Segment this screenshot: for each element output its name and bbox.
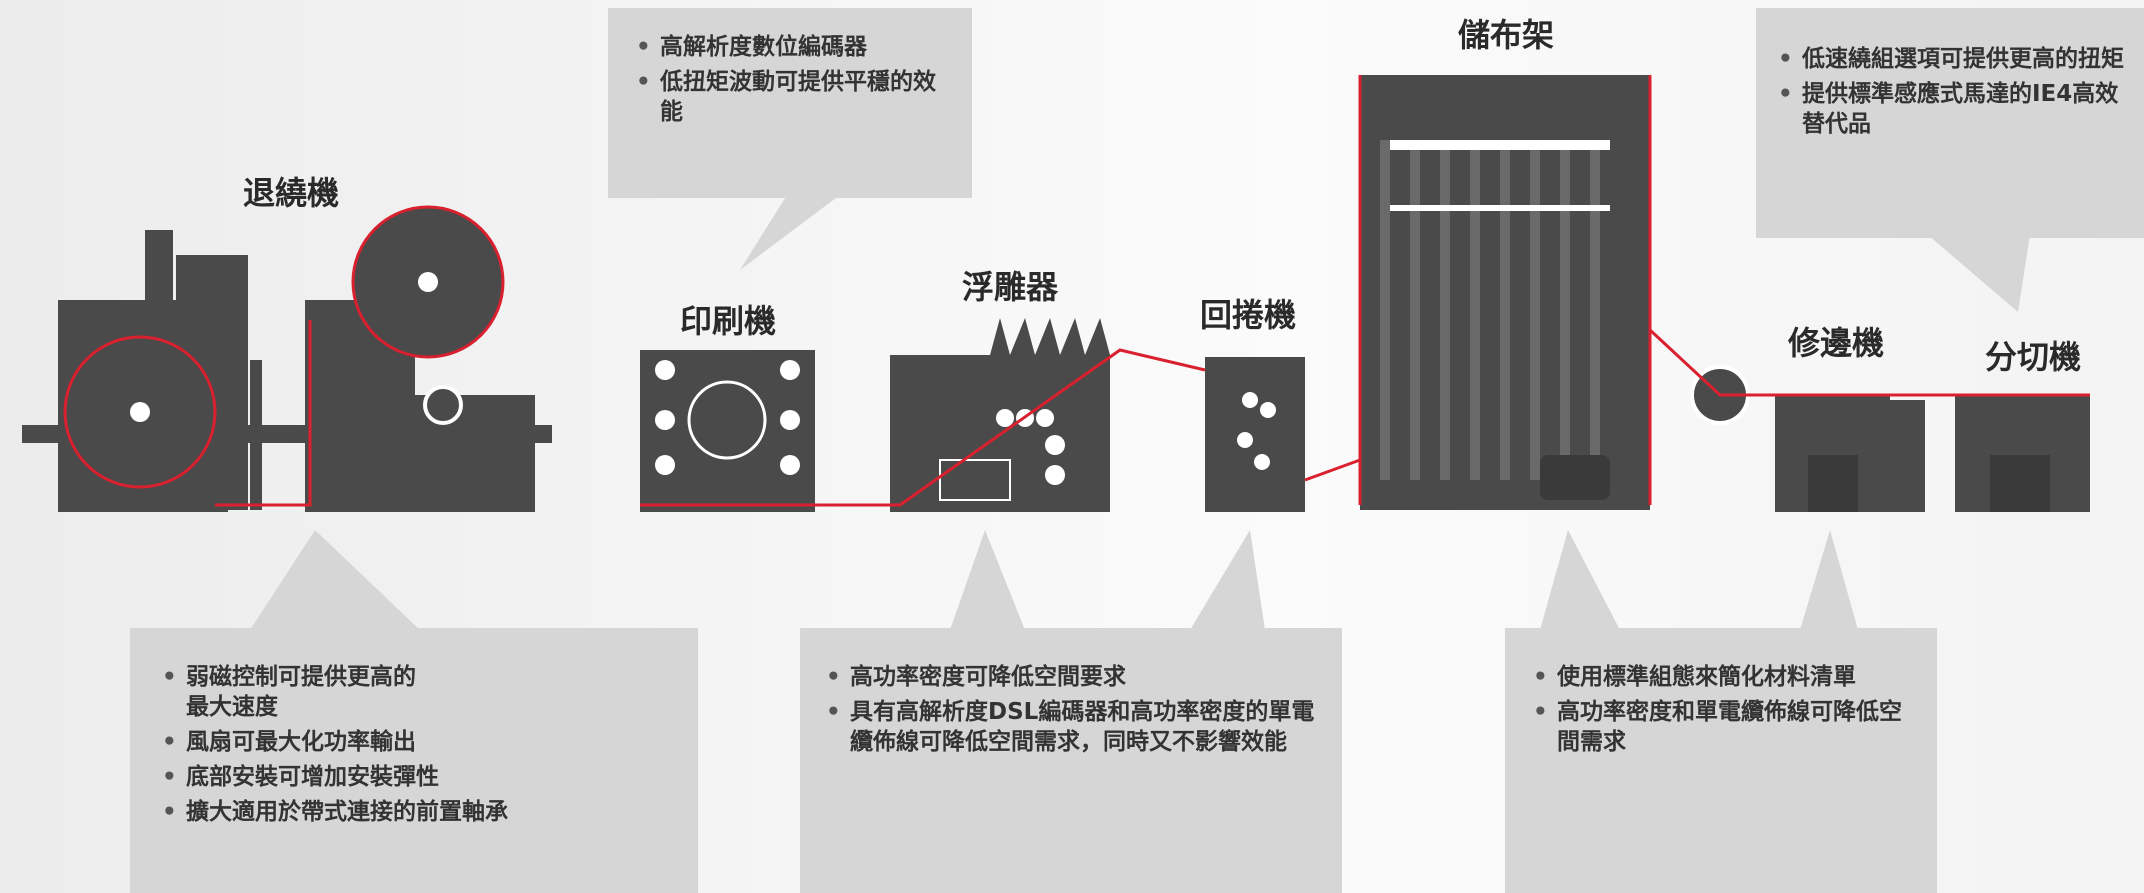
web-path-line bbox=[215, 75, 2090, 507]
station-label-trimmer: 修邊機 bbox=[1788, 324, 1885, 362]
station-label-accumulator: 儲布架 bbox=[1458, 16, 1555, 54]
callout-list: 低速繞組選項可提供更高的扭矩 提供標準感應式馬達的IE4高效替代品 bbox=[1774, 44, 2134, 139]
callout-item: 擴大適用於帶式連接的前置軸承 bbox=[158, 797, 678, 827]
trimmer-machine bbox=[1690, 365, 1890, 512]
callout-item: 使用標準組態來簡化材料清單 bbox=[1529, 662, 1923, 692]
tail-bottom-right-1 bbox=[1540, 530, 1620, 630]
callout-list: 高解析度數位編碼器 低扭矩波動可提供平穩的效能 bbox=[632, 32, 952, 127]
callout-embosser-features: 高功率密度可降低空間要求 具有高解析度DSL編碼器和高功率密度的單電纜佈線可降低… bbox=[800, 628, 1342, 893]
callout-list: 弱磁控制可提供更高的 最大速度 風扇可最大化功率輸出 底部安裝可增加安裝彈性 擴… bbox=[158, 662, 678, 827]
accumulator-machine bbox=[1360, 75, 1650, 510]
callout-accumulator-features: 使用標準組態來簡化材料清單 高功率密度和單電纜佈線可降低空間需求 bbox=[1505, 628, 1937, 893]
callout-list: 高功率密度可降低空間要求 具有高解析度DSL編碼器和高功率密度的單電纜佈線可降低… bbox=[822, 662, 1324, 757]
tail-bottom-center-1 bbox=[950, 530, 1025, 630]
callout-item: 提供標準感應式馬達的IE4高效替代品 bbox=[1774, 79, 2134, 139]
callout-item: 高解析度數位編碼器 bbox=[632, 32, 952, 62]
callout-unwinder-features: 弱磁控制可提供更高的 最大速度 風扇可最大化功率輸出 底部安裝可增加安裝彈性 擴… bbox=[130, 628, 698, 893]
callout-item: 高功率密度和單電纜佈線可降低空間需求 bbox=[1529, 697, 1923, 757]
station-label-rewinder: 回捲機 bbox=[1200, 296, 1297, 334]
station-label-printer: 印刷機 bbox=[680, 302, 777, 340]
rewinder-machine bbox=[1205, 357, 1305, 512]
station-label-unwinder: 退繞機 bbox=[243, 174, 340, 212]
callout-item: 具有高解析度DSL編碼器和高功率密度的單電纜佈線可降低空間需求，同時又不影響效能 bbox=[822, 697, 1324, 757]
unwinder-machine bbox=[22, 205, 552, 512]
tail-bottom-left bbox=[250, 530, 420, 630]
station-label-slitter: 分切機 bbox=[1985, 338, 2082, 376]
callout-item: 低扭矩波動可提供平穩的效能 bbox=[632, 67, 952, 127]
printer-machine bbox=[640, 350, 815, 512]
tail-bottom-right-2 bbox=[1800, 530, 1858, 630]
tail-top-printer bbox=[740, 195, 840, 270]
tail-top-slitter bbox=[1928, 235, 2030, 312]
callout-item: 弱磁控制可提供更高的 最大速度 bbox=[158, 662, 678, 722]
station-label-embosser: 浮雕器 bbox=[962, 268, 1059, 306]
callout-item: 低速繞組選項可提供更高的扭矩 bbox=[1774, 44, 2134, 74]
callout-list: 使用標準組態來簡化材料清單 高功率密度和單電纜佈線可降低空間需求 bbox=[1529, 662, 1923, 757]
embosser-machine bbox=[890, 318, 1110, 512]
callout-slitter-features: 低速繞組選項可提供更高的扭矩 提供標準感應式馬達的IE4高效替代品 bbox=[1756, 8, 2144, 238]
callout-item: 風扇可最大化功率輸出 bbox=[158, 727, 678, 757]
callout-item: 底部安裝可增加安裝彈性 bbox=[158, 762, 678, 792]
callout-printer-features: 高解析度數位編碼器 低扭矩波動可提供平穩的效能 bbox=[608, 8, 972, 198]
slitter-machine bbox=[1890, 395, 2090, 512]
callout-item: 高功率密度可降低空間要求 bbox=[822, 662, 1324, 692]
tail-bottom-center-2 bbox=[1190, 530, 1265, 630]
